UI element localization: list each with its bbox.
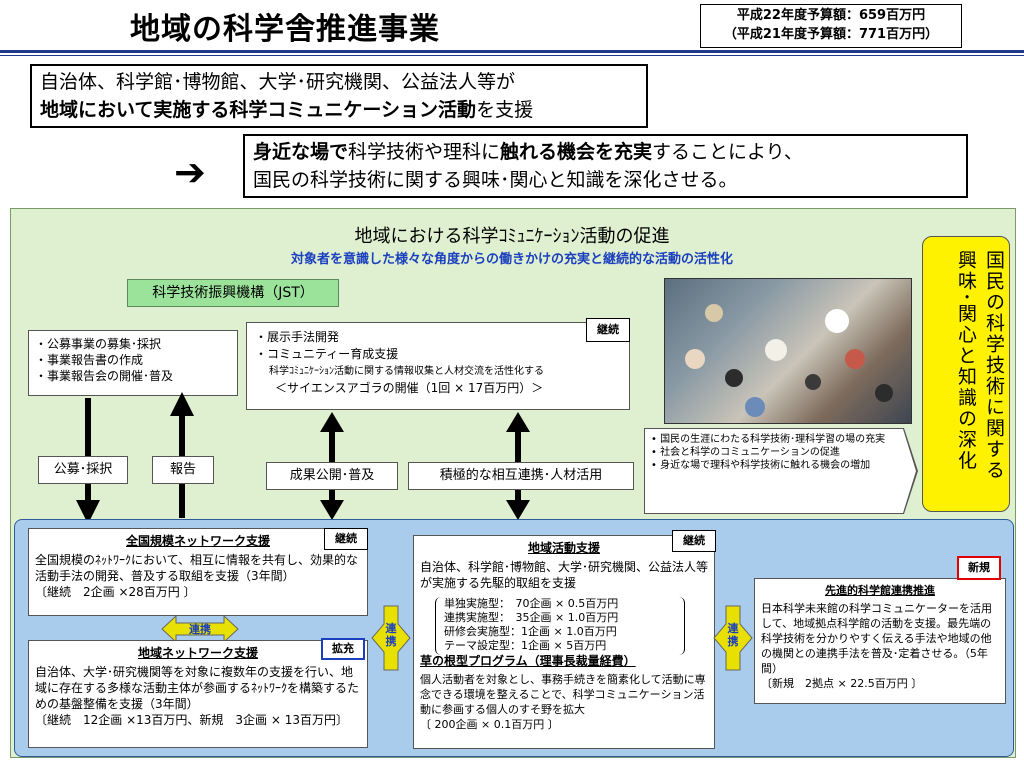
grass-roots-title: 草の根型プログラム（理事長裁量経費） xyxy=(420,654,636,668)
advanced-museum-title: 先進的科学館連携推進 xyxy=(825,584,935,597)
benefit-item: • 身近な場で理科や科学技術に触れる機会の増加 xyxy=(651,460,871,471)
budget-previous: （平成21年度予算額：771百万円） xyxy=(723,27,939,42)
grass-roots-body: 個人活動者を対象とし、事務手続きを簡素化して活動に専念できる環境を整えることで、… xyxy=(420,673,706,716)
purpose-t1: 科学技術や理科に xyxy=(348,141,501,163)
page-title: 地域の科学舎推進事業 xyxy=(130,12,440,47)
jst-activity-agora: ＜サイエンスアゴラの開催（1回 × 17百万円）＞ xyxy=(275,381,544,395)
support-summary: 自治体、科学館･博物館、大学･研究機関、公益法人等が 地域において実施する科学コ… xyxy=(30,64,648,128)
expand-tag: 拡充 xyxy=(321,638,365,660)
title-rule-thin xyxy=(0,55,1024,56)
jst-activity-box: ・展示手法開発 ・コミュニティー育成支援 科学ｺﾐｭﾆｹｰｼｮﾝ活動に関する情報… xyxy=(246,322,630,410)
local-activity-title: 地域活動支援 xyxy=(527,541,600,555)
regional-network-title: 地域ネットワーク支援 xyxy=(137,646,258,660)
advanced-museum-body: 日本科学未来館の科学コミュニケーターを活用して、地域拠点科学館の活動を支援。最先… xyxy=(761,602,992,675)
jst-activity-community: ・コミュニティー育成支援 xyxy=(255,347,399,361)
jst-admin-item: ・公募事業の募集･採択 xyxy=(35,337,162,351)
continue-tag: 継続 xyxy=(324,528,368,550)
advanced-museum-box: 先進的科学館連携推進 日本科学未来館の科学コミュニケーターを活用して、地域拠点科… xyxy=(754,578,1006,704)
link-label: 連携 xyxy=(189,623,211,636)
purpose-line2: 国民の科学技術に関する興味･関心と知識を深化させる。 xyxy=(253,169,738,191)
purpose-box: 身近な場で科学技術や理科に触れる機会を充実することにより、 国民の科学技術に関す… xyxy=(243,134,968,198)
national-network-box: 全国規模ネットワーク支援 全国規模のﾈｯﾄﾜｰｸにおいて、相互に情報を共有し、効… xyxy=(28,528,368,616)
right-arrow-icon: ➔ xyxy=(174,150,206,194)
budget-current: 平成22年度予算額：659百万円 xyxy=(736,8,926,23)
promotion-title: 地域における科学ｺﾐｭﾆｹｰｼｮﾝ活動の促進 xyxy=(354,226,670,247)
label-hokoku: 報告 xyxy=(152,456,214,484)
advanced-museum-budget: 〔新規 2拠点 × 22.5百万円 〕 xyxy=(761,677,923,690)
regional-network-box: 地域ネットワーク支援 自治体、大学･研究機関等を対象に複数年の支援を行い、地域に… xyxy=(28,640,368,748)
link-label-vertical: 連携 xyxy=(385,622,397,648)
event-photo xyxy=(664,278,912,424)
jst-admin-item: ・事業報告会の開催･普及 xyxy=(35,369,174,383)
activity-type: テーマ設定型：1企画 × 5百万円 xyxy=(444,639,607,652)
regional-network-budget: 〔継続 12企画 ×13百万円、新規 3企画 × 13百万円〕 xyxy=(35,713,348,727)
local-activity-types: 単独実施型： 70企画 × 0.5百万円 連携実施型： 35企画 × 1.0百万… xyxy=(435,597,685,655)
goal-text: 国民の科学技術に関する興味･関心と知識の深化 xyxy=(955,250,1005,481)
grass-roots-budget: 〔 200企画 × 0.1百万円 〕 xyxy=(420,718,559,731)
purpose-b1: 身近な場で xyxy=(253,141,349,163)
jst-admin-box: ・公募事業の募集･採択 ・事業報告書の作成 ・事業報告会の開催･普及 xyxy=(28,330,238,396)
continue-tag: 継続 xyxy=(672,530,716,552)
national-network-title: 全国規模ネットワーク支援 xyxy=(125,534,270,548)
benefit-item: • 社会と科学のコミュニケーションの促進 xyxy=(651,447,840,458)
support-line1: 自治体、科学館･博物館、大学･研究機関、公益法人等が xyxy=(40,71,516,93)
link-label-vertical: 連携 xyxy=(727,622,739,648)
benefits-box: • 国民の生涯にわたる科学技術･理科学習の場の充実 • 社会と科学のコミュニケー… xyxy=(644,428,904,514)
link-arrow-horizontal xyxy=(161,614,239,644)
purpose-b2: 触れる機会を充実 xyxy=(500,141,653,163)
regional-network-body: 自治体、大学･研究機関等を対象に複数年の支援を行い、地域に存在する多様な活動主体… xyxy=(35,665,360,711)
budget-box: 平成22年度予算額：659百万円 （平成21年度予算額：771百万円） xyxy=(700,4,962,48)
national-network-body: 全国規模のﾈｯﾄﾜｰｸにおいて、相互に情報を共有し、効果的な活動手法の開発、普及… xyxy=(35,553,359,583)
national-network-budget: 〔継続 2企画 ×28百万円 〕 xyxy=(35,585,196,599)
jst-admin-item: ・事業報告書の作成 xyxy=(35,353,144,367)
benefit-item: • 国民の生涯にわたる科学技術･理科学習の場の充実 xyxy=(651,434,886,445)
link-arrow-left xyxy=(371,605,411,671)
new-tag: 新規 xyxy=(957,556,1001,580)
link-arrow-right xyxy=(713,605,753,671)
support-line2-rest: を支援 xyxy=(476,99,534,121)
activity-type: 連携実施型： 35企画 × 1.0百万円 xyxy=(444,611,619,624)
benefits-pointer-fill xyxy=(903,429,916,513)
label-sekkyoku: 積極的な相互連携･人材活用 xyxy=(408,462,634,490)
activity-type: 単独実施型： 70企画 × 0.5百万円 xyxy=(444,597,619,610)
activity-type: 研修会実施型：1企画 × 1.0百万円 xyxy=(444,625,617,638)
purpose-t2: することにより、 xyxy=(652,141,803,163)
local-activity-box: 地域活動支援 自治体、科学館･博物館、大学･研究機関、公益法人等が実施する先駆的… xyxy=(413,535,715,749)
label-seika: 成果公開･普及 xyxy=(266,462,398,490)
jst-activity-exhibit: ・展示手法開発 xyxy=(255,330,340,344)
label-boshu: 公募･採択 xyxy=(38,456,128,484)
support-line2-bold: 地域において実施する科学コミュニケーション活動 xyxy=(40,99,477,121)
title-rule xyxy=(0,50,1024,53)
jst-activity-note: 科学ｺﾐｭﾆｹｰｼｮﾝ活動に関する情報収集と人材交流を活性化する xyxy=(269,366,544,377)
goal-box xyxy=(922,236,1010,512)
promotion-subtitle: 対象者を意識した様々な角度からの働きかけの充実と継続的な活動の活性化 xyxy=(290,252,733,267)
local-activity-body: 自治体、科学館･博物館、大学･研究機関、公益法人等が実施する先駆的取組を支援 xyxy=(420,560,709,590)
jst-label: 科学技術振興機構（JST） xyxy=(127,279,339,307)
continue-tag: 継続 xyxy=(586,318,630,342)
